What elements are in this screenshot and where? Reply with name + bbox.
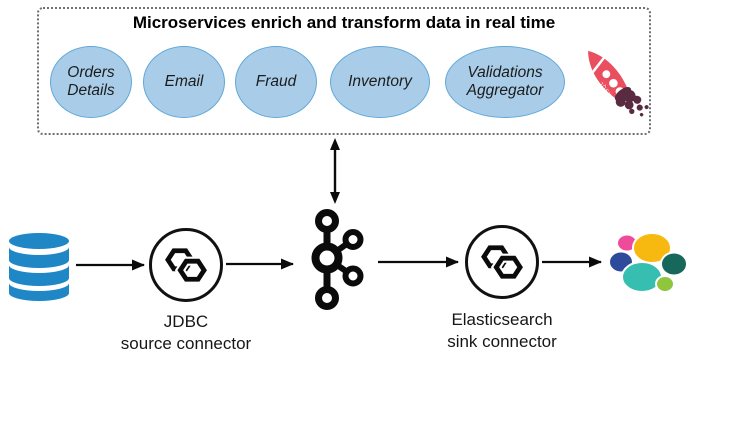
rocket-flame bbox=[614, 86, 649, 117]
elastic-blob-dark-green bbox=[660, 251, 688, 277]
service-ellipse-email: Email bbox=[143, 46, 225, 118]
service-ellipse-validations-aggregator: Validations Aggregator bbox=[445, 46, 565, 118]
microservices-kafka-double-arrow bbox=[330, 138, 340, 204]
elasticsearch-sink-connector-label: Elasticsearch sink connector bbox=[447, 310, 557, 351]
kafka-connect-icon bbox=[481, 245, 525, 281]
jdbc-source-connector-circle bbox=[149, 228, 223, 302]
service-ellipse-fraud: Fraud bbox=[235, 46, 317, 118]
kafka-icon bbox=[311, 209, 364, 310]
service-ellipse-orders-details: Orders Details bbox=[50, 46, 132, 118]
ksql-rocket-icon: KSQL bbox=[588, 50, 649, 117]
microservices-title: Microservices enrich and transform data … bbox=[132, 13, 556, 32]
elastic-blob-light-green bbox=[655, 275, 675, 293]
jdbc-source-connector-label: JDBC source connector bbox=[120, 312, 252, 353]
elasticsearch-logo bbox=[608, 232, 688, 293]
service-ellipse-inventory: Inventory bbox=[330, 46, 430, 118]
service-label: Orders Details bbox=[67, 64, 115, 99]
service-label: Inventory bbox=[348, 73, 412, 91]
service-label: Fraud bbox=[255, 73, 297, 91]
service-label: Email bbox=[164, 73, 204, 91]
service-label: Validations Aggregator bbox=[466, 64, 544, 99]
kafka-connect-icon bbox=[165, 248, 209, 284]
database-icon bbox=[9, 233, 69, 301]
elasticsearch-sink-connector-circle bbox=[465, 225, 539, 299]
